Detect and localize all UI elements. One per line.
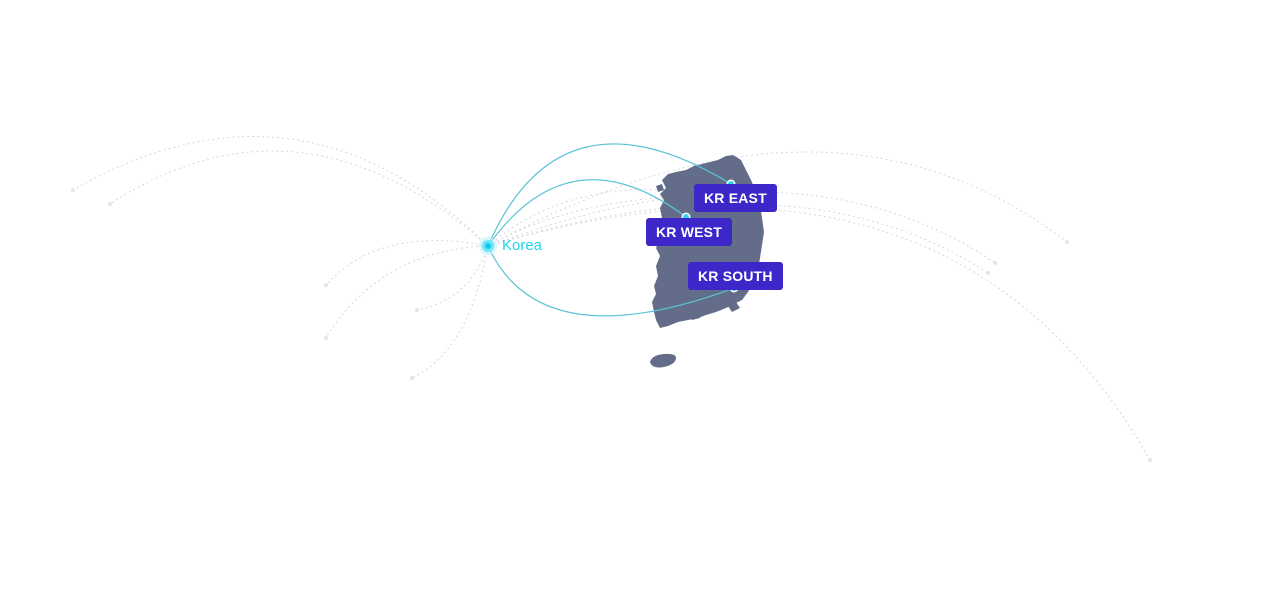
coastal-island-shape [690,312,700,320]
inactive-routes [71,136,1152,462]
inactive-node [410,376,414,380]
coastal-island-shape [656,184,664,192]
inactive-node [1148,458,1152,462]
inactive-node [986,271,990,275]
inactive-node [993,261,997,265]
inactive-route [411,245,489,379]
inactive-node [1065,240,1069,244]
region-tag-kr-east[interactable]: KR EAST [694,184,777,212]
route-to-kr-south [487,245,735,317]
inactive-node [324,336,328,340]
inactive-route [487,207,1151,461]
inactive-route [487,189,661,247]
inactive-route [109,150,489,247]
inactive-route [487,195,691,247]
inactive-route [72,136,489,247]
inactive-node [415,308,419,312]
active-routes [487,143,735,317]
hub-label: Korea [502,237,543,254]
inactive-route [325,240,489,286]
inactive-node [108,202,112,206]
inactive-node [324,283,328,287]
route-to-kr-east [487,143,732,247]
hub-node[interactable] [479,237,497,255]
coastal-island-shape [728,302,740,312]
inactive-route [487,151,1068,247]
inactive-route [325,245,489,339]
route-to-kr-west [487,179,687,247]
inactive-node [71,188,75,192]
region-tag-kr-south[interactable]: KR SOUTH [688,262,783,290]
region-tag-kr-west[interactable]: KR WEST [646,218,732,246]
inactive-route [416,245,489,311]
jeju-island-shape [650,353,676,368]
